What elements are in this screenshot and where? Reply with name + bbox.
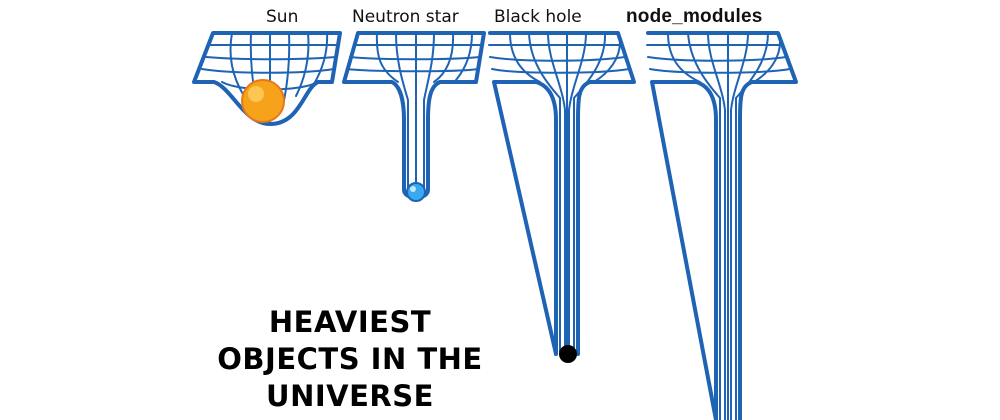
sun-label: Sun [266, 7, 299, 27]
node-modules-spacetime-grid [646, 31, 798, 420]
neutron-star-spacetime-grid [342, 31, 486, 200]
sun-ball [241, 79, 285, 123]
black-hole-spacetime-grid [488, 31, 636, 356]
caption-line-2: OBJECTS IN THE [217, 342, 483, 376]
caption: HEAVIEST OBJECTS IN THE UNIVERSE [160, 304, 540, 415]
caption-line-3: UNIVERSE [266, 379, 434, 413]
neutron-star-ball [406, 182, 426, 202]
caption-line-1: HEAVIEST [268, 305, 432, 339]
node-modules-label: node_modules [626, 6, 763, 27]
neutron-star-label: Neutron star [352, 7, 459, 27]
black-hole-ball [559, 345, 577, 363]
black-hole-label: Black hole [494, 7, 582, 27]
sun-spacetime-grid [192, 31, 342, 126]
